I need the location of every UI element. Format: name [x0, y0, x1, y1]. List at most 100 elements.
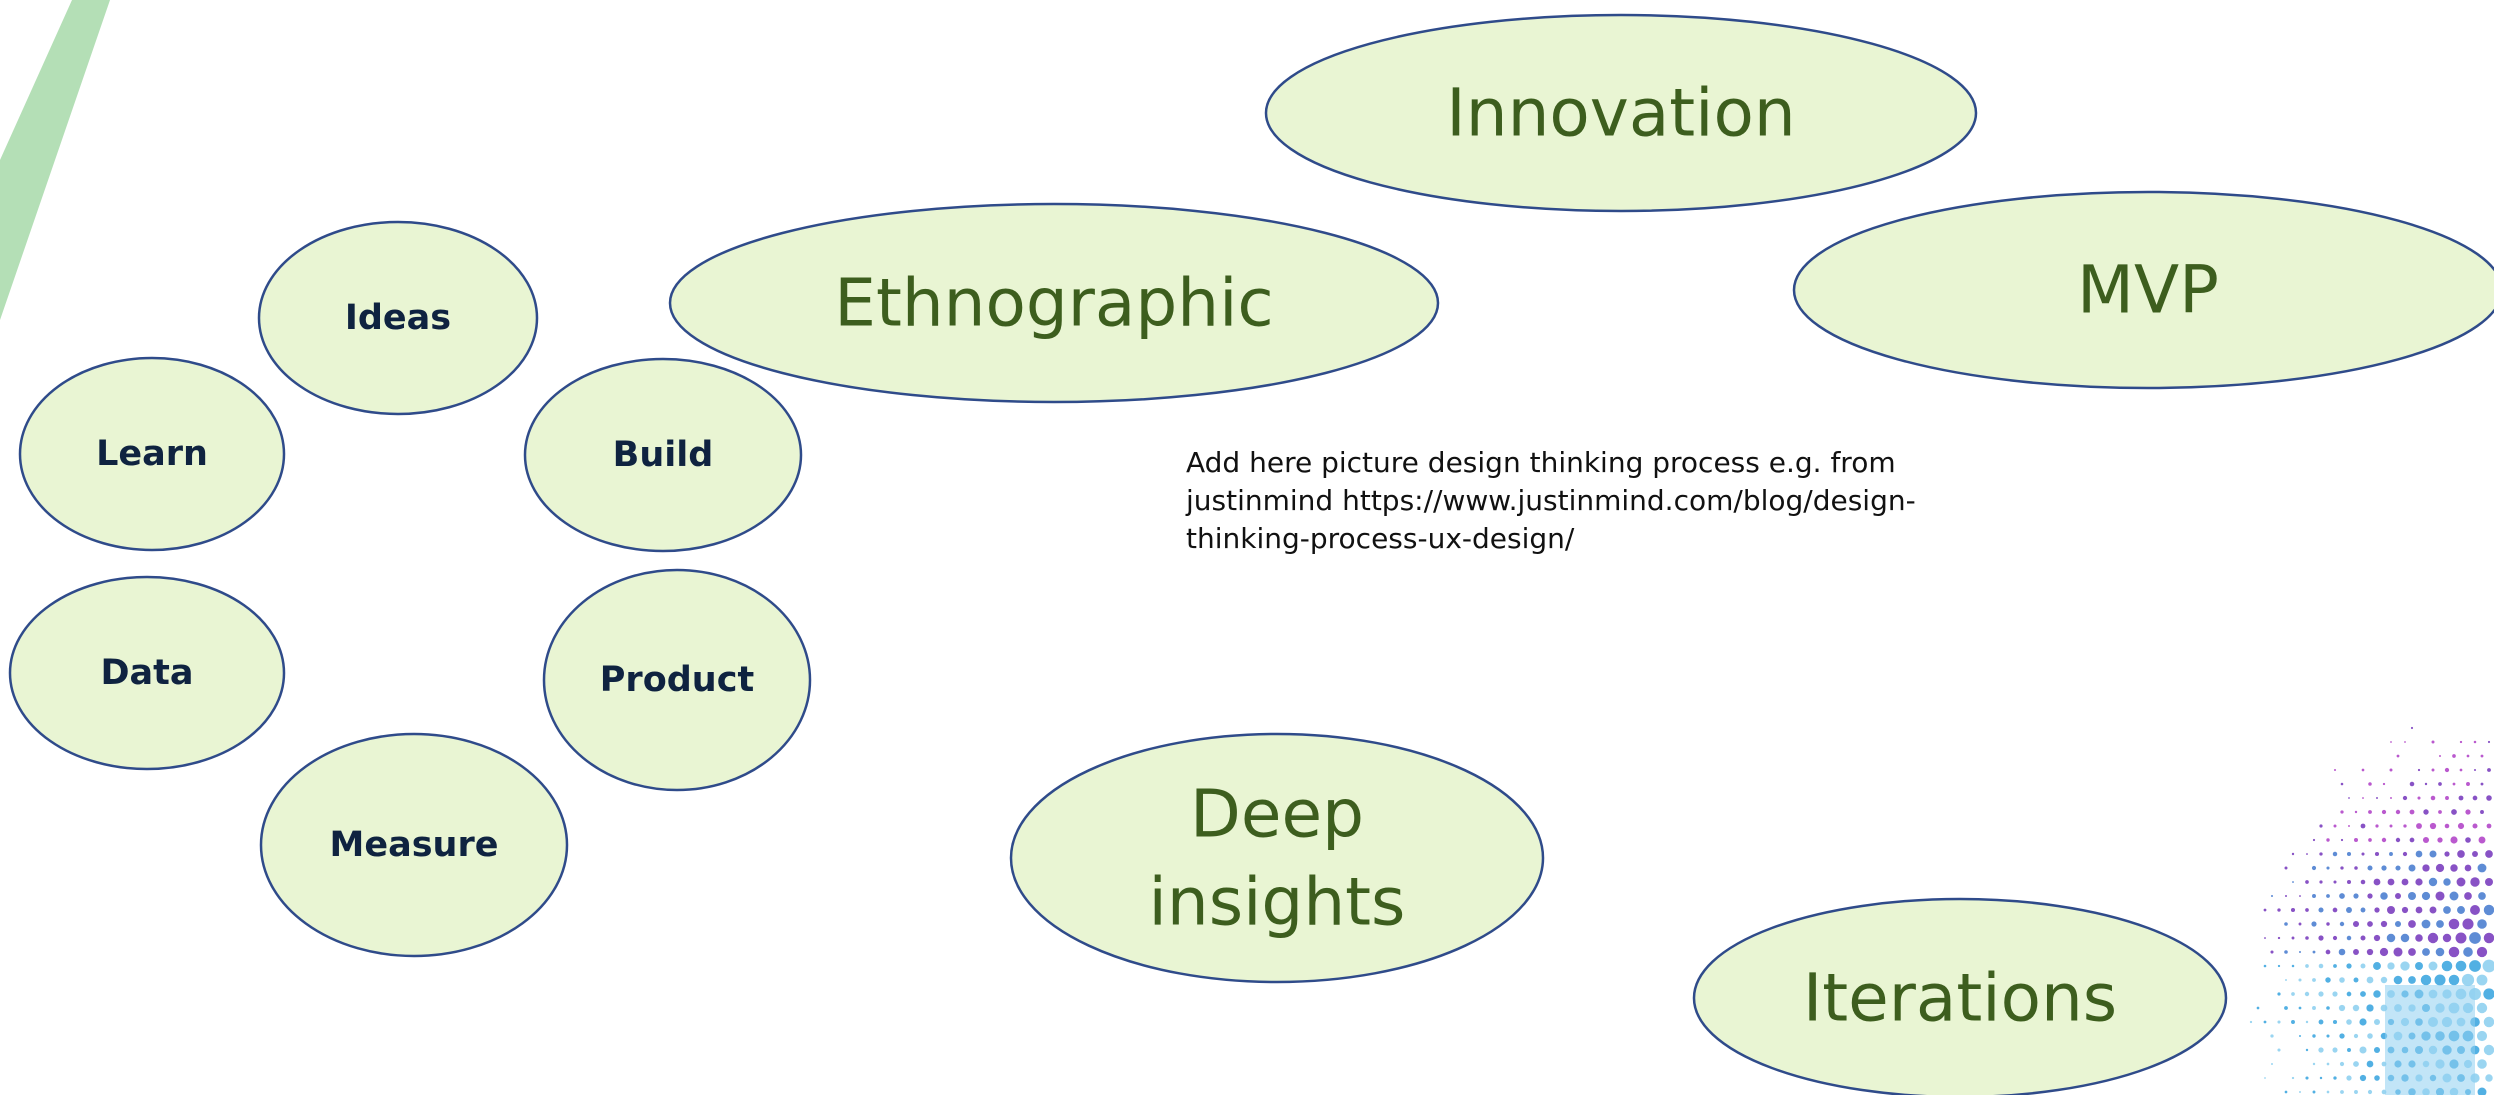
- halftone-dot: [2478, 892, 2486, 900]
- halftone-dot: [2271, 1063, 2273, 1065]
- halftone-dot: [2402, 851, 2408, 857]
- halftone-dot: [2485, 850, 2493, 858]
- halftone-dot: [2346, 1019, 2352, 1025]
- halftone-dot: [2395, 837, 2401, 843]
- halftone-dot: [2333, 964, 2337, 968]
- halftone-dot: [2325, 949, 2331, 955]
- halftone-dot: [2318, 963, 2324, 969]
- bubble-product-label: Product: [600, 660, 754, 700]
- halftone-dot: [2332, 1047, 2338, 1053]
- halftone-dot: [2459, 740, 2463, 744]
- halftone-dot: [2277, 936, 2281, 940]
- bubble-deep-insights-label-line-2: insights: [1149, 864, 1406, 941]
- halftone-dot: [2401, 878, 2409, 886]
- halftone-dot: [2373, 934, 2381, 942]
- bubble-ethnographic: Ethnographic: [668, 202, 1440, 404]
- halftone-dot: [2360, 935, 2366, 941]
- halftone-dot: [2270, 950, 2274, 954]
- halftone-dot: [2438, 810, 2442, 814]
- halftone-dot: [2270, 1034, 2274, 1038]
- halftone-dot: [2263, 964, 2267, 968]
- halftone-dot: [2354, 866, 2358, 870]
- halftone-dot: [2448, 946, 2460, 958]
- halftone-dot: [2373, 878, 2381, 886]
- halftone-dot: [2464, 892, 2472, 900]
- halftone-dot: [2338, 948, 2346, 956]
- bubble-innovation-label: Innovation: [1446, 75, 1795, 152]
- halftone-dot: [2430, 795, 2436, 801]
- halftone-dot: [2373, 990, 2381, 998]
- halftone-dot: [2263, 908, 2267, 912]
- halftone-dot: [2439, 755, 2441, 757]
- bubble-innovation-shape: [1264, 13, 1978, 213]
- halftone-dot: [2339, 921, 2345, 927]
- halftone-dot: [2326, 922, 2330, 926]
- halftone-dot: [2452, 754, 2456, 758]
- halftone-dot: [2448, 974, 2460, 986]
- halftone-dot: [2470, 905, 2480, 915]
- halftone-dot: [2459, 768, 2463, 772]
- halftone-dot: [2465, 837, 2471, 843]
- halftone-dot: [2420, 974, 2432, 986]
- halftone-dot: [2277, 964, 2281, 968]
- bubble-learn: Learn: [18, 356, 286, 552]
- halftone-dot: [2448, 918, 2460, 930]
- halftone-dot: [2429, 906, 2437, 914]
- halftone-dot: [2435, 947, 2445, 957]
- halftone-dot: [2352, 1004, 2360, 1012]
- halftone-dot: [2449, 891, 2459, 901]
- halftone-dot: [2473, 740, 2477, 744]
- halftone-dot: [2435, 863, 2445, 873]
- halftone-dot: [2367, 921, 2373, 927]
- note-line-2: justinmind https://www.justinmind.com/bl…: [1186, 484, 1916, 517]
- halftone-dot: [2359, 1018, 2367, 1026]
- halftone-dot: [2417, 796, 2421, 800]
- halftone-dot: [2376, 797, 2378, 799]
- bubble-learn-shape: [18, 356, 286, 552]
- halftone-dot: [2312, 950, 2316, 954]
- halftone-dot: [2346, 963, 2352, 969]
- halftone-dot: [2346, 907, 2352, 913]
- halftone-dot: [2466, 782, 2470, 786]
- halftone-dots-decoration: [2249, 726, 2494, 1095]
- halftone-dot: [2469, 932, 2481, 944]
- bubble-ethnographic-label: Ethnographic: [834, 265, 1273, 342]
- bubble-data-shape: [8, 575, 286, 771]
- bubble-learn-label: Learn: [96, 434, 208, 474]
- halftone-dot: [2427, 932, 2439, 944]
- halftone-dot: [2298, 950, 2302, 954]
- halftone-dot: [2381, 837, 2387, 843]
- halftone-dot: [2483, 932, 2494, 944]
- halftone-dot: [2354, 838, 2358, 842]
- halftone-dot: [2298, 922, 2302, 926]
- halftone-dot: [2305, 964, 2309, 968]
- halftone-dot: [2291, 964, 2295, 968]
- halftone-dot: [2319, 824, 2323, 828]
- halftone-dot: [2408, 864, 2416, 872]
- halftone-dot: [2483, 1044, 2494, 1056]
- bubble-measure-label: Measure: [330, 825, 499, 865]
- halftone-dot: [2480, 782, 2484, 786]
- halftone-dot: [2263, 1020, 2267, 1024]
- halftone-dot: [2434, 974, 2446, 986]
- halftone-dot: [2424, 782, 2428, 786]
- halftone-dot: [2390, 741, 2392, 743]
- note-line-3: thinking-process-ux-design/: [1186, 522, 1575, 555]
- halftone-dot: [2292, 881, 2294, 883]
- halftone-dot: [2347, 1048, 2351, 1052]
- halftone-dot: [2464, 864, 2472, 872]
- halftone-dot: [2340, 782, 2344, 786]
- halftone-dot: [2333, 824, 2337, 828]
- halftone-dot: [2326, 1090, 2330, 1094]
- halftone-dot: [2387, 906, 2395, 914]
- halftone-dot: [2277, 992, 2281, 996]
- halftone-dot: [2353, 1033, 2359, 1039]
- halftone-dot: [2354, 1090, 2358, 1094]
- halftone-dot: [2389, 824, 2393, 828]
- halftone-dot: [2332, 935, 2338, 941]
- halftone-dot: [2452, 782, 2456, 786]
- halftone-dot: [2348, 825, 2350, 827]
- halftone-dot: [2390, 797, 2392, 799]
- halftone-dot: [2264, 1077, 2266, 1079]
